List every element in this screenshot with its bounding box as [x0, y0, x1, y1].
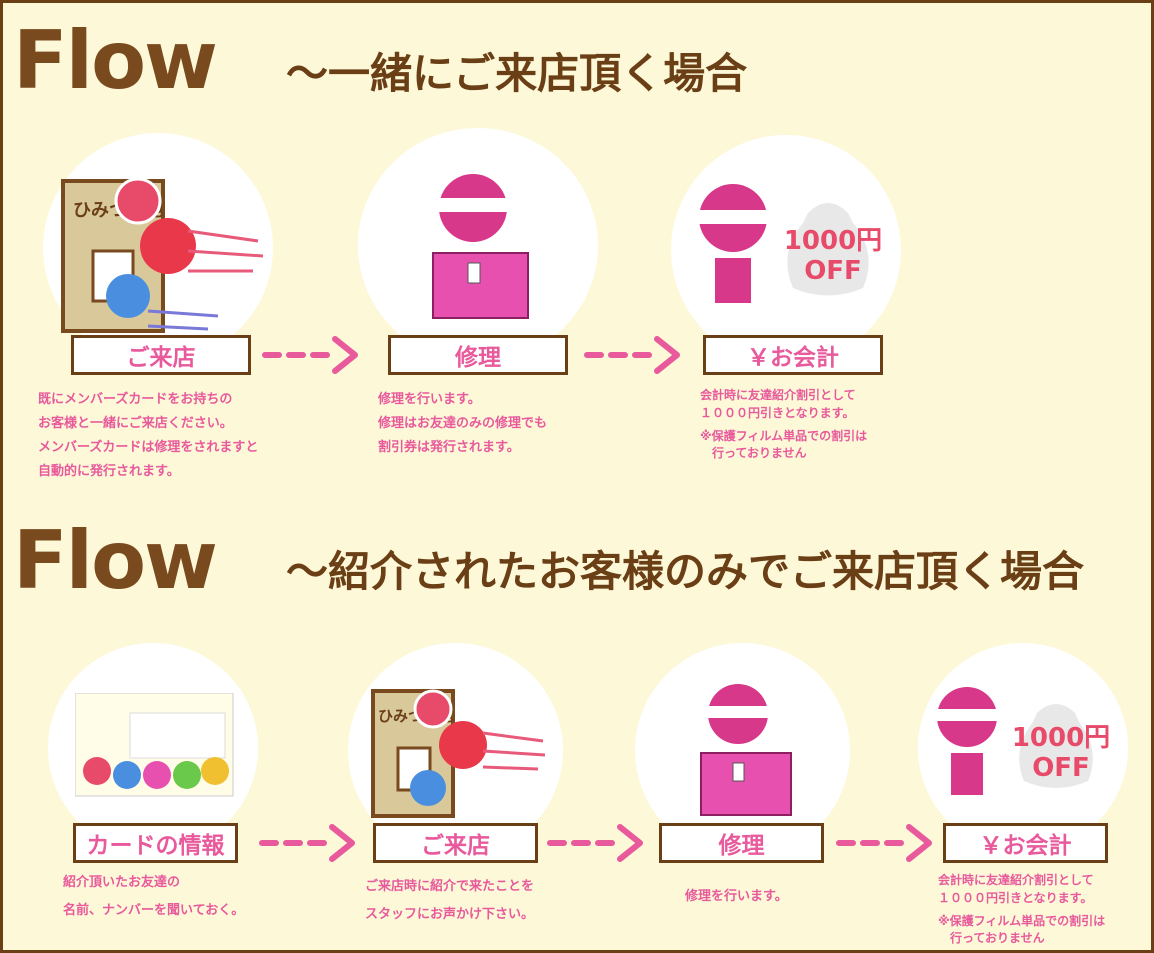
- label-repair: 修理: [388, 335, 568, 375]
- desc-line: 修理を行います。: [685, 889, 788, 904]
- arrow-right-icon: [836, 824, 932, 862]
- card-description: 紹介頂いたお友達の 名前、ナンバーを聞いておく。: [63, 869, 244, 925]
- desc-line: 修理はお友達のみの修理でも: [378, 416, 548, 431]
- arrow-right-icon: [262, 336, 358, 374]
- desc-line: メンバーズカードは修理をされますと: [38, 440, 259, 455]
- step2-circle: [358, 128, 598, 363]
- desc-line: ご来店時に紹介で来たことを: [365, 879, 535, 894]
- desc-line: 修理を行います。: [378, 392, 481, 407]
- label-payment: ￥お会計: [943, 823, 1108, 863]
- label-card-info: カードの情報: [73, 823, 238, 863]
- arrow-right-icon: [547, 824, 643, 862]
- repair-description: 修理を行います。: [685, 885, 788, 909]
- label-visit: ご来店: [71, 335, 251, 375]
- visit-description: ご来店時に紹介で来たことを スタッフにお声かけ下さい。: [365, 873, 534, 929]
- payment-note: ※保護フィルム単品での割引は 行っておりません: [938, 913, 1105, 947]
- discount-off: OFF: [1032, 753, 1090, 783]
- discount-badge: 1000円 OFF: [773, 226, 893, 286]
- discount-badge: 1000円 OFF: [1001, 723, 1121, 783]
- section1-heading: ～一緒にご来店頂く場合: [286, 49, 748, 98]
- note-line: ※保護フィルム単品での割引は: [700, 429, 868, 443]
- discount-off: OFF: [804, 256, 862, 286]
- repair-illustration: [432, 174, 529, 319]
- desc-line: 会計時に友達紹介割引として: [700, 388, 856, 402]
- desc-line: １０００円引きとなります。: [938, 891, 1093, 905]
- desc-line: 自動的に発行されます。: [38, 464, 180, 479]
- arrow-right-icon: [259, 824, 355, 862]
- section2-heading: ～紹介されたお客様のみでご来店頂く場合: [286, 547, 1085, 596]
- discount-amount: 1000円: [1011, 723, 1111, 753]
- note-line: ※保護フィルム単品での割引は: [938, 914, 1106, 928]
- member-card-illustration: [75, 693, 234, 797]
- flow-logo: Flow: [13, 514, 218, 607]
- arrow-right-icon: [584, 336, 680, 374]
- repair-circle: [635, 643, 850, 858]
- money-bag-icon: [787, 203, 869, 296]
- desc-line: お客様と一緒にご来店ください。: [38, 416, 233, 431]
- desc-line: １０００円引きとなります。: [700, 406, 855, 420]
- desc-line: 既にメンバーズカードをお持ちの: [38, 392, 233, 407]
- desc-line: 紹介頂いたお友達の: [63, 875, 181, 890]
- character-illustration: [699, 184, 767, 303]
- step2-description: 修理を行います。 修理はお友達のみの修理でも 割引券は発行されます。: [378, 388, 547, 460]
- payment-description: 会計時に友達紹介割引として １０００円引きとなります。: [938, 871, 1094, 907]
- desc-line: 名前、ナンバーを聞いておく。: [63, 903, 245, 918]
- desc-line: 割引券は発行されます。: [378, 440, 520, 455]
- note-line: 行っておりません: [700, 446, 807, 460]
- step3-note: ※保護フィルム単品での割引は 行っておりません: [700, 428, 867, 462]
- discount-amount: 1000円: [783, 226, 883, 256]
- money-bag-icon: [1019, 704, 1093, 788]
- label-visit: ご来店: [373, 823, 538, 863]
- repair-illustration: [700, 684, 792, 816]
- desc-line: スタッフにお声かけ下さい。: [365, 907, 535, 922]
- shop-illustration: ひみつ基地: [371, 689, 546, 818]
- step3-description: 会計時に友達紹介割引として １０００円引きとなります。: [700, 386, 856, 422]
- shop-illustration: ひみつ基地: [61, 177, 264, 333]
- label-repair: 修理: [659, 823, 824, 863]
- note-line: 行っておりません: [938, 931, 1045, 945]
- desc-line: 会計時に友達紹介割引として: [938, 873, 1094, 887]
- step1-description: 既にメンバーズカードをお持ちの お客様と一緒にご来店ください。 メンバーズカード…: [38, 388, 258, 484]
- flow-logo: Flow: [13, 14, 218, 107]
- character-illustration: [937, 687, 997, 795]
- label-payment: ￥お会計: [703, 335, 883, 375]
